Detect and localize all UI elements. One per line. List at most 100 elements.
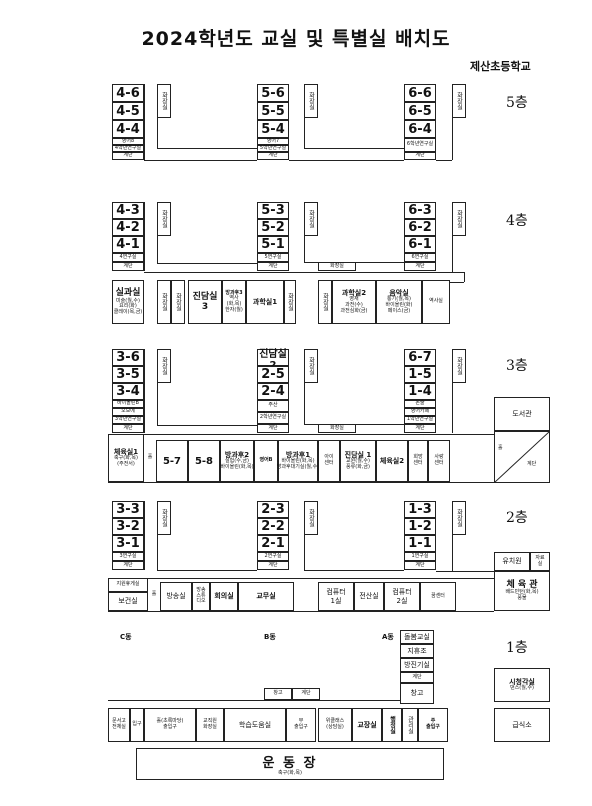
room-title: 과학실2	[341, 289, 367, 298]
stairs: 계단	[400, 672, 434, 683]
room-admin: 행정실	[382, 708, 402, 742]
corridor-wall	[144, 349, 145, 433]
room-computer2: 컴퓨터 2실	[384, 582, 420, 611]
corridor-wall	[157, 118, 158, 148]
room-kindergarten: 유치원	[494, 552, 530, 571]
corridor-wall	[108, 700, 400, 701]
room-sub: 댄스(월,수)	[510, 685, 534, 692]
corridor-wall	[144, 84, 145, 160]
room-sub: 1연구실	[404, 552, 436, 561]
room-science2: 과학실2 영재 과전(수) 과전심화(금)	[332, 280, 376, 324]
restroom: 화장실	[452, 202, 466, 236]
classroom: 5-3	[257, 202, 289, 219]
room-sub: 5학년연구실	[257, 145, 289, 152]
corridor-wall	[304, 535, 305, 570]
restroom: 화장실	[157, 202, 171, 236]
restroom: 화장실	[304, 84, 318, 118]
corridor-wall	[304, 424, 318, 425]
room-sub: 미술(월,수) 요리(화) 클레이(목,금)	[113, 297, 143, 316]
restroom: 화장실	[318, 262, 356, 271]
classroom: 6-2	[404, 219, 436, 236]
room-library: 도서관	[494, 397, 550, 431]
room-dream-center: 꿈센터	[420, 582, 456, 611]
classroom: 2-2	[257, 518, 289, 535]
corridor-wall	[157, 425, 257, 426]
restroom-label: 화장실	[307, 357, 315, 375]
building-label-a: A동	[382, 633, 394, 641]
building-label-c: C동	[120, 633, 132, 641]
room-title: 방과후1	[285, 451, 311, 460]
corridor-wall	[108, 434, 494, 435]
floor-label-3: 3층	[506, 358, 528, 374]
room-storage: 자료 실	[530, 552, 550, 571]
building-label-b: B동	[264, 633, 276, 641]
corridor-wall	[144, 272, 464, 273]
restroom-label: 화장실	[307, 210, 315, 228]
classroom: 2-3	[257, 501, 289, 518]
corridor-wall	[304, 262, 318, 263]
room-sub: 바이올린B	[112, 400, 144, 408]
classroom: 1-4	[404, 383, 436, 400]
room-silgwa: 실과실 미술(월,수) 요리(화) 클레이(목,금)	[112, 280, 144, 324]
room-computer1: 컴퓨터 1실	[318, 582, 354, 611]
corridor-wall	[157, 570, 257, 571]
restroom-label: 화장실	[160, 210, 168, 228]
room-title: 음악실	[389, 289, 409, 298]
room-sub: 3연구실	[112, 552, 144, 561]
hall: 홀	[151, 590, 157, 597]
room-music: 음악실 통기(월,목) 바이올린(화) 페이스(금)	[376, 280, 422, 324]
restroom: 화장실	[304, 501, 318, 535]
classroom: 5-1	[257, 236, 289, 253]
room-title: 방과후2	[224, 451, 250, 460]
restroom-label: 화장실	[455, 357, 463, 375]
side-entrance: 부 출입구	[286, 708, 316, 742]
room-title: 방과후3	[225, 289, 243, 296]
floor-label-2: 2층	[506, 510, 528, 526]
stairs: 계단	[112, 561, 144, 570]
room-meeting: 회의실	[210, 582, 238, 611]
room-title: 실과실	[115, 288, 141, 299]
stairs: 계단	[404, 152, 436, 160]
classroom: 6-5	[404, 102, 436, 120]
corridor-wall	[157, 535, 158, 570]
restroom-label: 화장실	[174, 293, 182, 311]
corridor-wall	[157, 383, 158, 425]
floor-label-5: 5층	[506, 95, 528, 111]
classroom: 3-1	[112, 535, 144, 552]
classroom: 5-8	[188, 440, 220, 482]
playground-sub: 축구(화,목)	[278, 769, 302, 776]
room-lounge: 지원휴게실	[108, 578, 148, 592]
restroom-label: 화장실	[307, 509, 315, 527]
room-gym2: 체육실2	[376, 440, 408, 482]
room-science1: 과학실1	[246, 280, 284, 324]
classroom: 4-6	[112, 84, 144, 102]
room-sub: 오보에	[112, 408, 144, 416]
classroom: 3-5	[112, 366, 144, 383]
classroom: 2-1	[257, 535, 289, 552]
classroom: 5-7	[156, 440, 188, 482]
page-title: 2024학년도 교실 및 특별실 배치도	[141, 28, 451, 50]
corridor-wall	[157, 148, 257, 149]
room-sub: 배드민턴(화,목) 풍물	[505, 589, 539, 602]
classroom: 4-2	[112, 219, 144, 236]
corridor-wall	[157, 236, 158, 263]
restroom: 화장실	[157, 84, 171, 118]
stairs: 계단	[404, 262, 436, 271]
room-afterschool2: 방과후2 실험(수,금) 바이올린(화,목)	[220, 440, 254, 482]
restroom-label: 화장실	[455, 210, 463, 228]
restroom: 화장실	[157, 501, 171, 535]
hall: 홀	[147, 454, 153, 461]
room-sub: 교원(월,수) 풍류(화,금)	[346, 458, 370, 471]
restroom-label: 화장실	[307, 92, 315, 110]
stairs: 계단	[257, 262, 289, 271]
restroom-label: 화장실	[160, 357, 168, 375]
classroom: 5-5	[257, 102, 289, 120]
room-sub: 6학년연구실	[404, 138, 436, 152]
classroom: 진담실2	[257, 349, 289, 371]
room-storage: 지휴조	[400, 644, 434, 658]
classroom: 3-6	[112, 349, 144, 366]
classroom: 6-7	[404, 349, 436, 366]
corridor-wall	[144, 160, 257, 161]
corridor-wall	[108, 482, 494, 483]
room-janitor-label: 관리실	[406, 716, 414, 734]
